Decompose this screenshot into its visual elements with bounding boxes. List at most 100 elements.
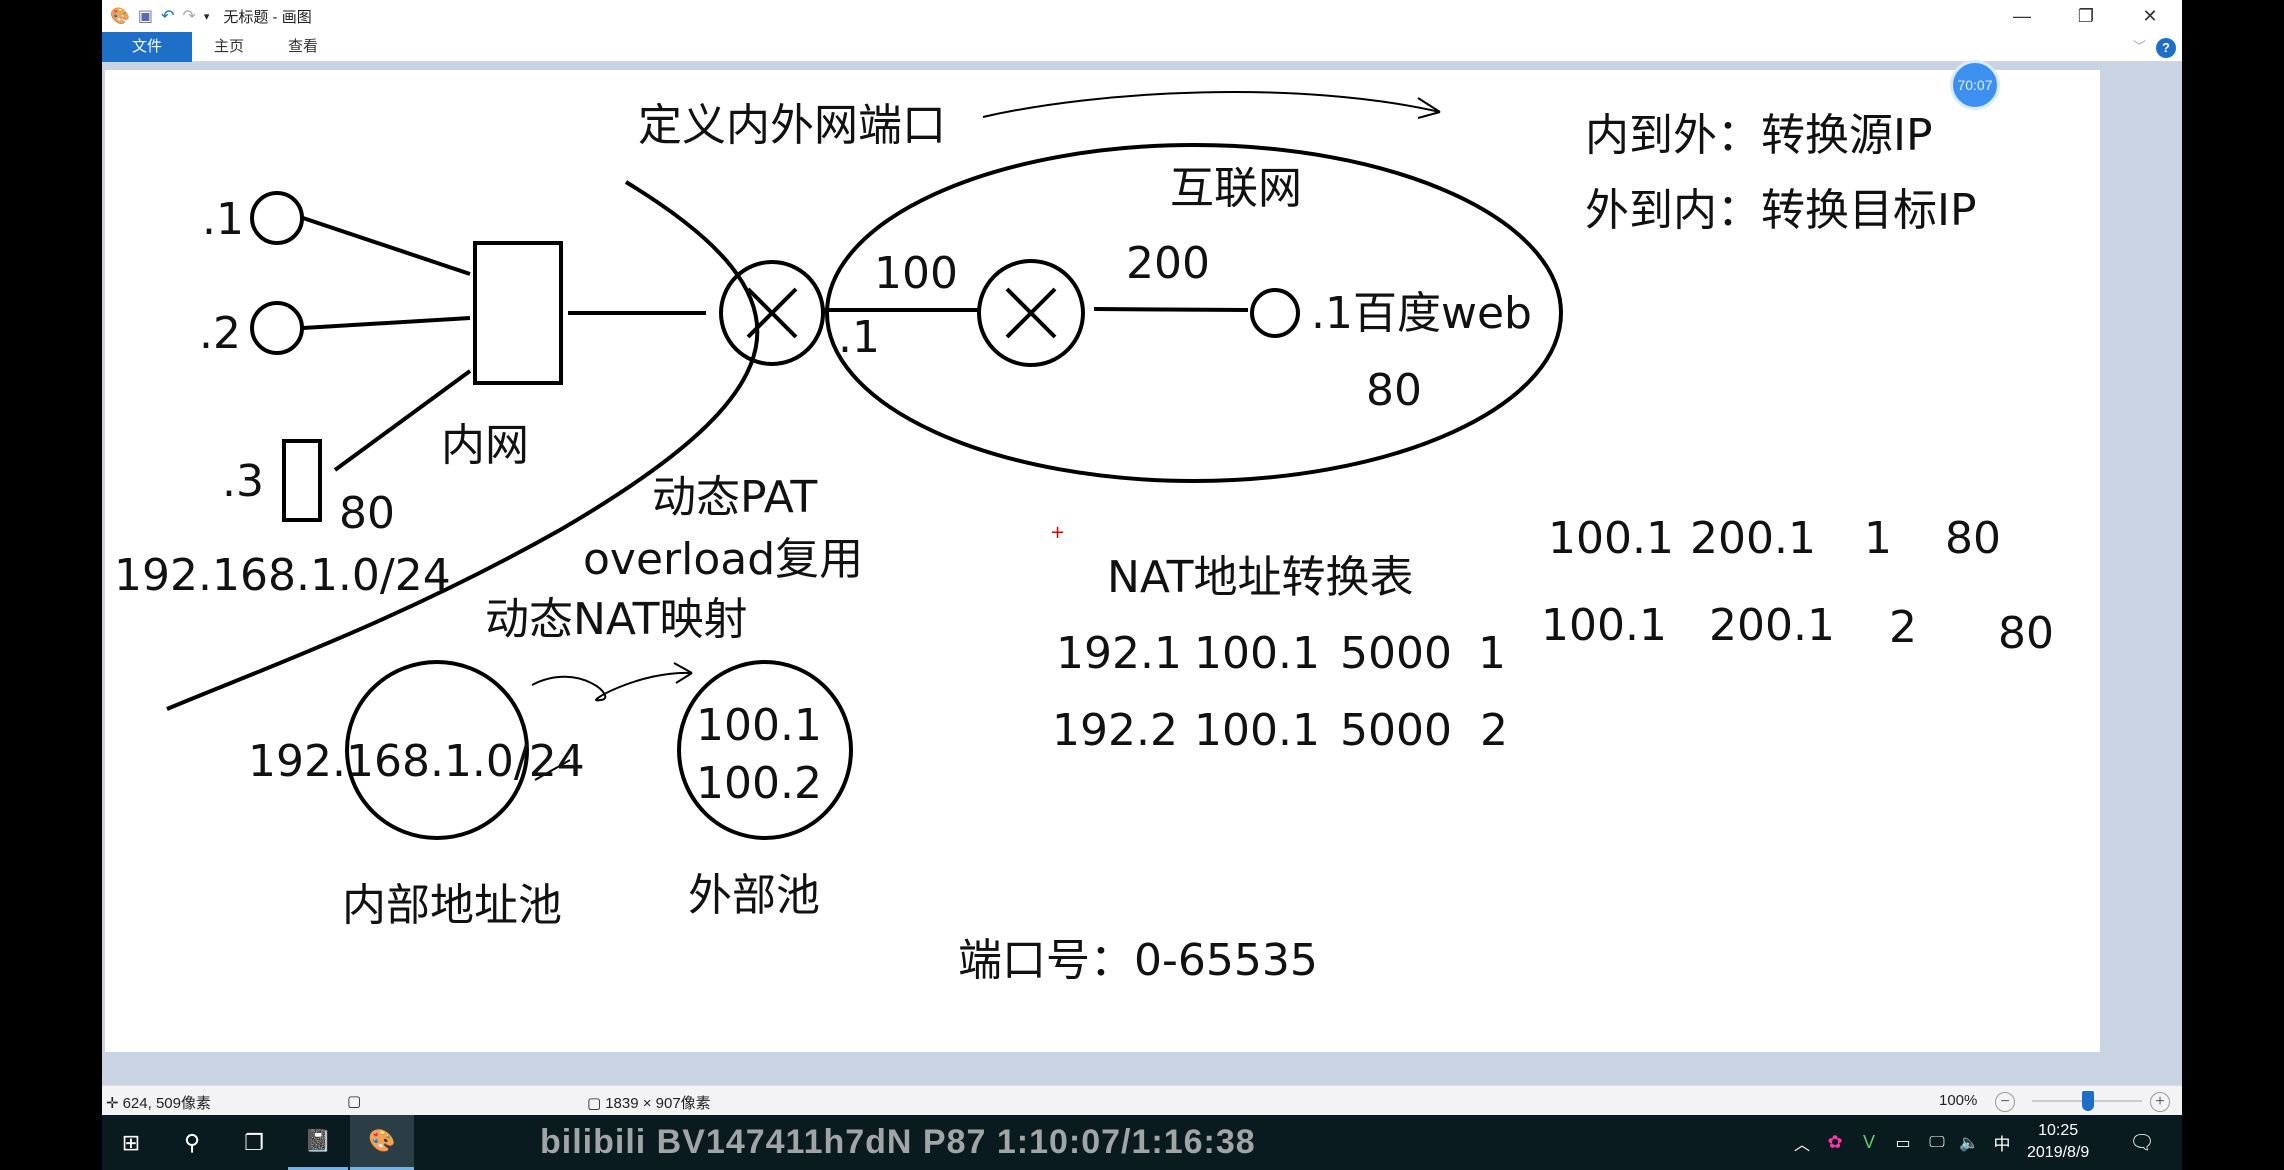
web-server-node: [1250, 288, 1300, 338]
selection-size-icon: ▢: [347, 1093, 362, 1110]
cell: 200.1: [1709, 600, 1835, 651]
rule-inside-out: 内到外：转换源IP: [1585, 110, 1933, 161]
link: [1093, 307, 1249, 312]
cell: 1: [1478, 628, 1506, 679]
paint-window: 🎨 ▣ ↶ ↷ ▾ 无标题 - 画图 — ❐ ✕ 文件 主页 查看 ﹀ ? + …: [102, 0, 2182, 1115]
session-row: 100.1 200.1 1 80: [1548, 513, 2001, 564]
cursor-position: 624, 509像素: [122, 1095, 211, 1112]
network-icon[interactable]: 🖵: [1929, 1133, 1945, 1151]
customize-quick-access-icon[interactable]: ▾: [203, 10, 210, 23]
cell: 100.1: [1194, 628, 1320, 679]
zoom-in-button[interactable]: +: [2150, 1092, 2170, 1112]
link: [333, 369, 472, 472]
nat-table-title: NAT地址转换表: [1107, 552, 1413, 603]
collapse-ribbon-icon[interactable]: ﹀: [2132, 39, 2146, 54]
router-x: [746, 287, 798, 339]
define-arrow: [982, 91, 1441, 119]
paint-taskbar-icon[interactable]: 🎨: [350, 1115, 414, 1170]
outer-pool-addr-2: 100.2: [696, 758, 822, 809]
router-x: [1005, 287, 1057, 339]
start-button[interactable]: ⊞: [121, 1129, 141, 1155]
zoom-out-button[interactable]: −: [1995, 1092, 2015, 1112]
host-1-node: [250, 191, 304, 245]
action-center-icon[interactable]: 🗨: [2129, 1132, 2155, 1154]
undo-icon[interactable]: ↶: [161, 8, 175, 25]
status-bar: ✛624, 509像素 ▢ ▢1839 × 907像素 100% − +: [102, 1085, 2182, 1115]
drawing-canvas[interactable]: + 定义内外网端口 内到外：转换源IP 外到内：转换目标IP 互联网 100 2…: [105, 70, 2100, 1052]
task-view-button[interactable]: ❐: [244, 1129, 264, 1155]
edge-router-icon: [719, 260, 825, 366]
host-1-label: .1: [202, 194, 244, 245]
cell: 2: [1480, 705, 1508, 756]
clock[interactable]: 10:25 2019/8/9: [2027, 1120, 2089, 1164]
zoom-slider-thumb[interactable]: [2082, 1091, 2094, 1111]
cell: 192.1: [1056, 628, 1182, 679]
cell: 2: [1889, 602, 1917, 653]
dynamic-nat-label: 动态NAT映射: [485, 594, 747, 645]
input-method-indicator[interactable]: 中: [1993, 1135, 2011, 1154]
redo-icon[interactable]: ↷: [182, 8, 196, 25]
cell: 192.2: [1052, 705, 1178, 756]
boundary-curve: [166, 180, 760, 711]
tray-app-icon[interactable]: ✿: [1827, 1132, 1843, 1152]
mapping-arrow: [531, 662, 693, 781]
zoom-level: 100%: [1939, 1092, 1978, 1109]
maximize-button[interactable]: ❐: [2077, 5, 2095, 26]
paint-app-icon: 🎨: [110, 8, 130, 25]
overload-label: overload复用: [583, 534, 863, 585]
server-label: .1百度web: [1311, 288, 1532, 339]
cell: 5000: [1340, 628, 1452, 679]
taskbar: ⊞ ⚲ ❐ 📓 🎨 ︿ ✿ V ▭ 🖵 🔈 中 10:25 2019/8/9 🗨: [102, 1115, 2182, 1170]
window-title: 无标题 - 画图: [223, 8, 312, 26]
title-bar: 🎨 ▣ ↶ ↷ ▾ 无标题 - 画图 — ❐ ✕: [102, 0, 2182, 32]
search-button[interactable]: ⚲: [183, 1129, 201, 1155]
canvas-size-icon: ▢: [587, 1094, 602, 1112]
volume-icon[interactable]: 🔈: [1959, 1134, 1979, 1152]
tab-home[interactable]: 主页: [214, 37, 245, 55]
link-200-label: 200: [1126, 238, 1210, 289]
notepad-taskbar-icon[interactable]: 📓: [288, 1115, 348, 1170]
inner-pool-circle: [345, 660, 529, 840]
drawing: + 定义内外网端口 内到外：转换源IP 外到内：转换目标IP 互联网 100 2…: [114, 91, 2054, 986]
switch-icon: [473, 241, 563, 385]
link: [302, 216, 471, 276]
tab-view[interactable]: 查看: [288, 37, 319, 55]
cell: 1: [1864, 513, 1892, 564]
inner-pool-subnet: 192.168.1.0/24: [248, 736, 585, 787]
session-row: 100.1 200.1 2 80: [1541, 600, 2054, 659]
inner-pool-label: 内部地址池: [342, 880, 562, 931]
tab-file[interactable]: 文件: [102, 31, 193, 62]
help-button[interactable]: ?: [2156, 38, 2176, 58]
bilibili-watermark: bilibili BV147411h7dN P87 1:10:07/1:16:3…: [540, 1121, 1256, 1163]
internet-ellipse: [825, 143, 1563, 483]
canvas-size: 1839 × 907像素: [605, 1095, 711, 1112]
nat-table-row: 192.2 100.1 5000 2: [1052, 705, 1508, 756]
ribbon-tabs: 文件 主页 查看 ﹀ ?: [102, 31, 2182, 62]
show-hidden-icons[interactable]: ︿: [1793, 1136, 1810, 1154]
save-icon[interactable]: ▣: [137, 8, 154, 25]
clock-time: 10:25: [2038, 1122, 2079, 1139]
cell: 200.1: [1690, 513, 1816, 564]
rule-outside-in: 外到内：转换目标IP: [1585, 185, 1977, 236]
port-range-label: 端口号：0-65535: [958, 935, 1318, 986]
battery-icon[interactable]: ▭: [1895, 1134, 1911, 1152]
cell: 80: [1945, 513, 2001, 564]
cursor-crosshair: +: [1050, 522, 1065, 543]
close-button[interactable]: ✕: [2142, 5, 2158, 26]
link-100-label: 100: [874, 248, 958, 299]
tray-v-icon[interactable]: V: [1862, 1132, 1875, 1152]
video-timer-badge: 70:07: [1950, 60, 2000, 110]
server-port-label: 80: [1366, 365, 1422, 416]
cell: 5000: [1340, 705, 1452, 756]
isp-router-icon: [977, 259, 1085, 367]
clock-date: 2019/8/9: [2027, 1144, 2090, 1161]
host-3-port-label: 80: [339, 488, 395, 539]
outer-pool-label: 外部池: [688, 870, 820, 921]
outer-pool-addr-1: 100.1: [696, 700, 822, 751]
outer-pool-circle: [677, 660, 853, 840]
minimize-button[interactable]: —: [2013, 5, 2031, 26]
host-2-label: .2: [199, 308, 241, 359]
nat-table-row: 192.1 100.1 5000 1: [1056, 628, 1506, 679]
cell: 100.1: [1548, 513, 1674, 564]
bilibili-logo: bilibili: [540, 1123, 647, 1161]
